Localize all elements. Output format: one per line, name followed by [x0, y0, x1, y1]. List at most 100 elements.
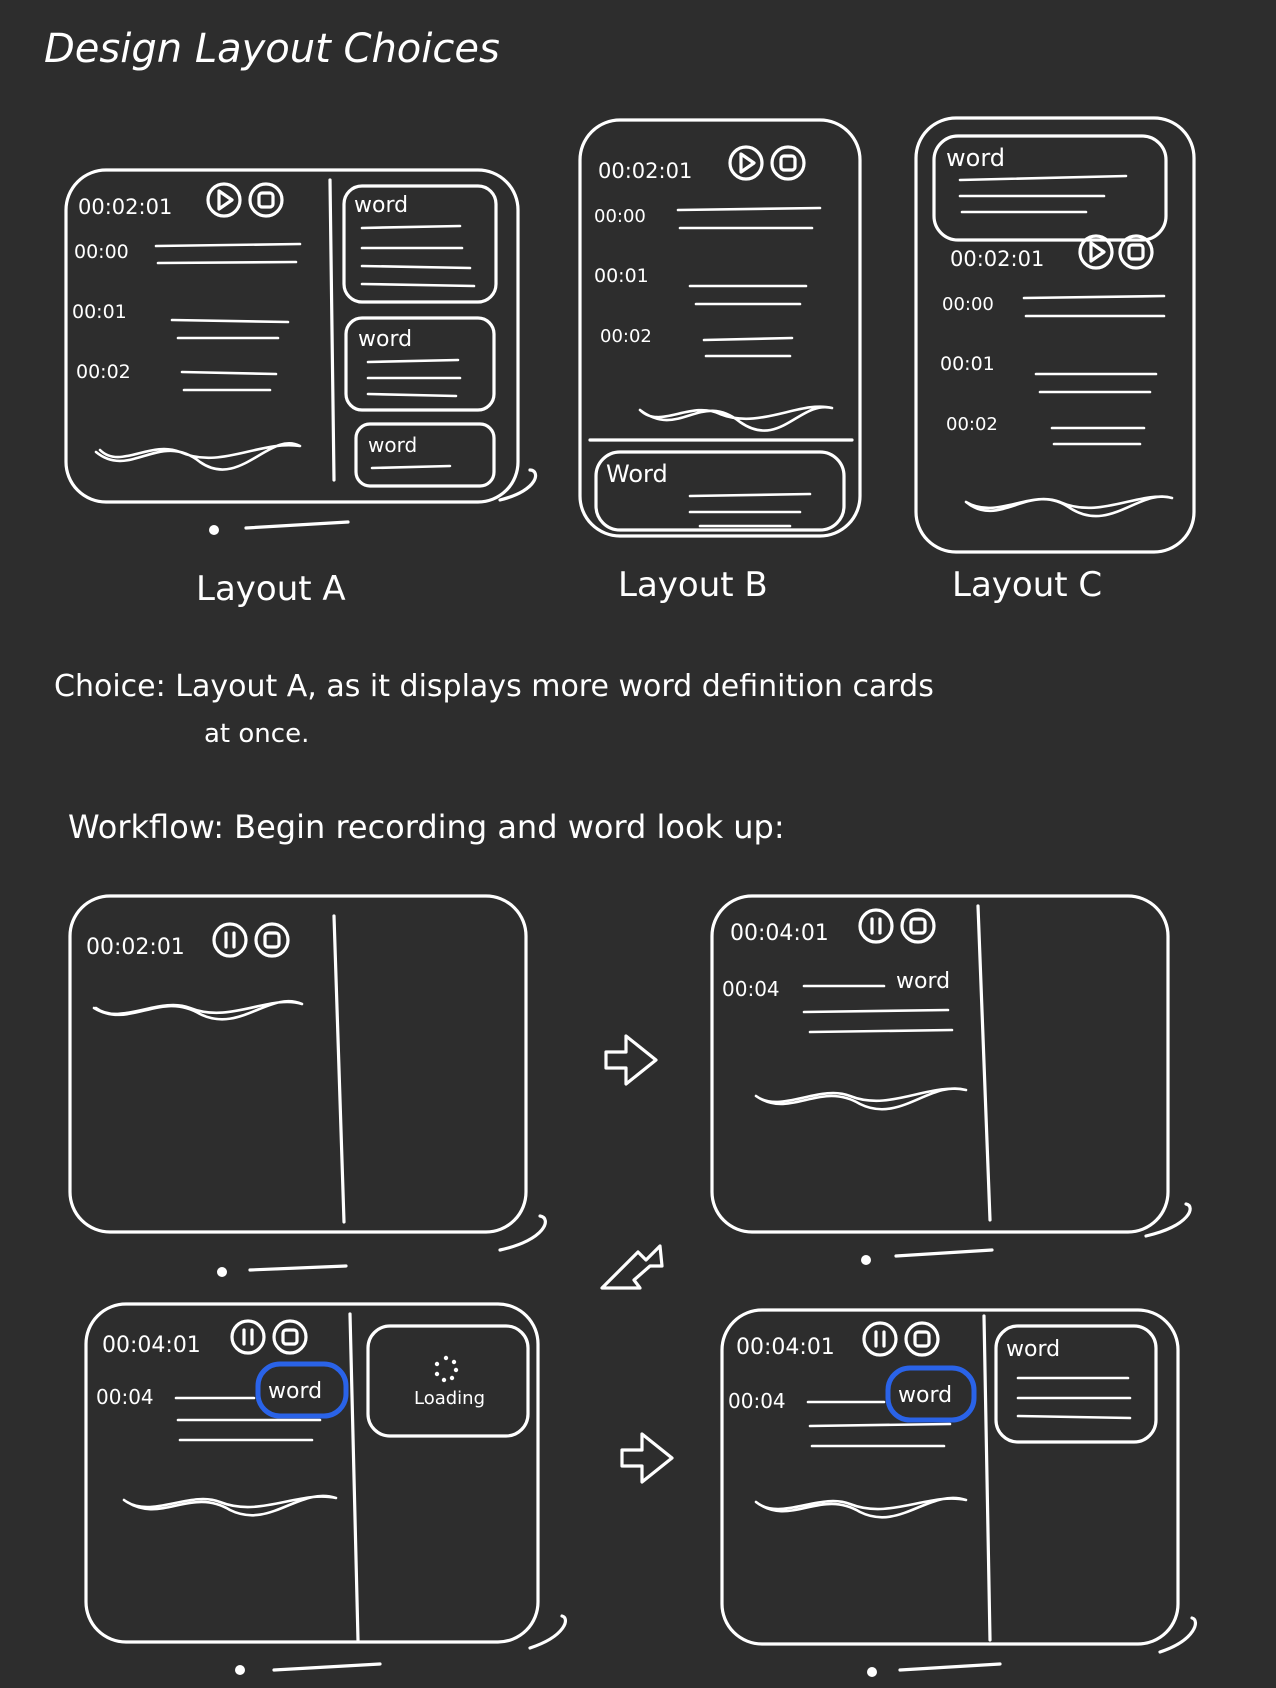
transcript-lines	[1022, 294, 1166, 318]
definition-card: word	[342, 184, 498, 304]
transcript-time: 00:00	[942, 294, 994, 315]
workflow-step-4: 00:04:01 00:04 word word	[720, 1308, 1197, 1677]
waveform-scribble	[754, 1087, 968, 1111]
transcript-lines	[676, 206, 822, 230]
play-icon	[206, 182, 242, 218]
pause-icon	[230, 1319, 266, 1355]
tablet-stand	[861, 1202, 1192, 1265]
step-divider	[976, 904, 992, 1222]
loading-text: Loading	[414, 1388, 485, 1409]
waveform-scribble	[638, 405, 834, 432]
waveform-scribble	[94, 442, 302, 471]
layout-a-tablet-stand	[209, 468, 538, 535]
transcript-time: 00:02	[600, 326, 652, 347]
play-icon	[1078, 234, 1114, 270]
transcript-lines	[1050, 426, 1146, 446]
arrow-down-left-icon	[600, 1244, 664, 1290]
step-tablet-frame	[84, 1302, 540, 1644]
transcript-time: 00:04	[722, 977, 780, 1001]
pause-icon	[858, 908, 894, 944]
choice-text-line2: at once.	[204, 719, 309, 749]
layout-b-sketch: 00:02:01 00:00 00:01 00:02 Word Layout B	[578, 118, 862, 605]
waveform-scribble	[92, 999, 304, 1021]
card-word: word	[946, 144, 1005, 172]
step-divider	[982, 1314, 992, 1642]
step-timer: 00:04:01	[730, 921, 829, 946]
transcript-time: 00:04	[728, 1389, 786, 1413]
word-highlight	[255, 1361, 349, 1419]
transcript-time: 00:00	[594, 206, 646, 227]
layout-b-tablet-frame	[578, 118, 862, 538]
stop-icon	[904, 1321, 940, 1357]
layout-c-tablet-frame	[914, 116, 1196, 554]
layout-a-tablet-frame	[64, 168, 520, 504]
pause-icon	[862, 1321, 898, 1357]
transcript-time: 00:01	[940, 353, 995, 375]
transcript-time: 00:04	[96, 1385, 154, 1409]
stop-icon	[248, 182, 284, 218]
transcript-time: 00:02	[76, 361, 131, 383]
stop-icon	[272, 1319, 308, 1355]
transcript-word[interactable]: word	[898, 1383, 952, 1408]
card-word: word	[368, 433, 417, 457]
step-timer: 00:04:01	[102, 1333, 201, 1358]
waveform-scribble	[754, 1496, 968, 1519]
step-tablet-frame	[68, 894, 528, 1234]
definition-card: word	[994, 1324, 1158, 1444]
workflow-step-3: 00:04:01 00:04 word Loading	[84, 1302, 567, 1675]
stop-icon	[770, 145, 806, 181]
loading-card: Loading	[366, 1324, 530, 1438]
transcript-lines	[154, 242, 302, 265]
page-title: Design Layout Choices	[44, 26, 500, 72]
transcript-lines	[802, 1008, 954, 1034]
workflow-heading: Workflow: Begin recording and word look …	[68, 808, 785, 846]
step-divider	[332, 914, 346, 1224]
definition-card: word	[932, 134, 1168, 242]
pause-icon	[212, 922, 248, 958]
arrow-right-icon	[604, 1034, 658, 1086]
step-tablet-frame	[720, 1308, 1180, 1646]
transcript-time: 00:01	[72, 301, 127, 323]
transcript-lines	[180, 370, 278, 392]
choice-text-line1: Choice: Layout A, as it displays more wo…	[54, 669, 934, 704]
definition-card: word	[344, 316, 496, 412]
step-timer: 00:02:01	[86, 935, 185, 960]
transcript-lines	[702, 336, 794, 358]
transcript-word[interactable]: word	[268, 1379, 322, 1404]
layout-label: Layout C	[952, 565, 1102, 605]
play-icon	[728, 145, 764, 181]
waveform-scribble	[964, 495, 1174, 518]
card-word: word	[1006, 1337, 1060, 1362]
transcript-lines	[170, 318, 290, 340]
loading-spinner-icon	[434, 1355, 459, 1383]
transcript-time: 00:00	[74, 241, 129, 263]
card-word: Word	[606, 460, 668, 488]
transcript-lines	[176, 1418, 322, 1442]
layout-c-timer: 00:02:01	[950, 247, 1044, 271]
word-highlight	[885, 1365, 977, 1423]
definition-card: word	[354, 422, 496, 488]
arrow-right-icon	[620, 1432, 674, 1484]
transcript-word[interactable]: word	[896, 969, 950, 994]
layout-a-divider	[328, 178, 336, 482]
stop-icon	[1118, 234, 1154, 270]
tablet-stand	[217, 1214, 547, 1277]
layout-label: Layout B	[618, 565, 768, 605]
transcript-time: 00:02	[946, 414, 998, 435]
layout-b-timer: 00:02:01	[598, 159, 692, 183]
waveform-scribble	[122, 1494, 338, 1517]
layout-a-sketch: 00:02:01 00:00 00:01 00:02 word word	[64, 168, 538, 609]
transcript-lines	[688, 284, 808, 306]
step-timer: 00:04:01	[736, 1335, 835, 1360]
workflow-step-2: 00:04:01 00:04 word	[710, 894, 1192, 1265]
step-tablet-frame	[710, 894, 1170, 1234]
workflow-step-1: 00:02:01	[68, 894, 547, 1277]
tablet-stand	[235, 1614, 567, 1675]
transcript-lines	[1034, 372, 1158, 394]
step-divider	[348, 1312, 360, 1642]
transcript-time: 00:01	[594, 265, 649, 287]
card-word: word	[354, 193, 408, 218]
card-word: word	[358, 327, 412, 352]
